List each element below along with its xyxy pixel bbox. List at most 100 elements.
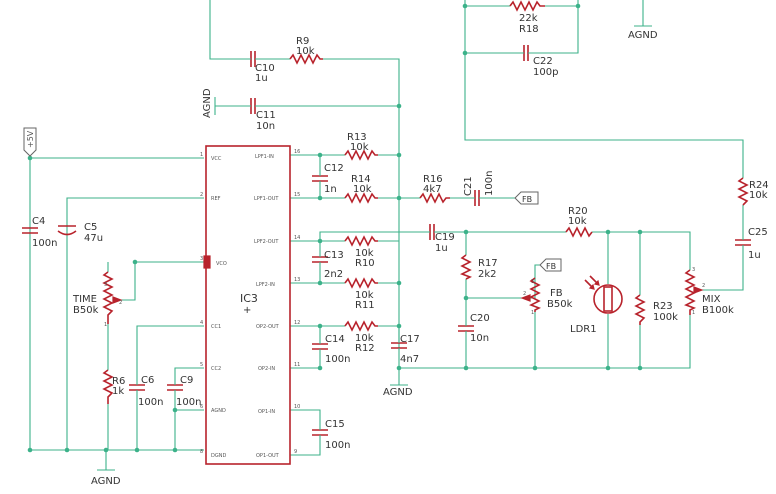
c12-symbol bbox=[312, 175, 328, 182]
svg-text:5: 5 bbox=[200, 362, 203, 368]
svg-text:C4: C4 bbox=[32, 216, 45, 227]
resistors bbox=[102, 0, 749, 404]
pin-lpf2-in: LPF2-IN bbox=[256, 282, 275, 288]
svg-text:10n: 10n bbox=[470, 333, 489, 344]
r17-symbol bbox=[460, 254, 472, 280]
svg-text:10k: 10k bbox=[355, 333, 374, 344]
svg-text:100n: 100n bbox=[325, 440, 350, 451]
svg-text:C11: C11 bbox=[256, 110, 276, 121]
svg-text:47u: 47u bbox=[84, 233, 103, 244]
svg-text:1: 1 bbox=[104, 322, 107, 328]
r23-symbol bbox=[634, 294, 646, 325]
c25-symbol bbox=[735, 239, 751, 246]
svg-text:10n: 10n bbox=[256, 121, 275, 132]
fb-label-1: FB bbox=[522, 195, 532, 204]
svg-text:2: 2 bbox=[523, 291, 526, 297]
svg-text:1: 1 bbox=[531, 310, 534, 316]
pin-ref: REF bbox=[211, 196, 221, 202]
svg-text:1: 1 bbox=[692, 310, 695, 316]
svg-text:C14: C14 bbox=[325, 334, 345, 345]
pin-vcc: VCC bbox=[211, 156, 222, 162]
agnd-label-bottom: AGND bbox=[91, 476, 121, 487]
svg-text:TIME: TIME bbox=[72, 294, 97, 305]
pots: 3 1 2 3 1 2 3 1 2 bbox=[102, 267, 705, 328]
svg-text:9: 9 bbox=[294, 449, 297, 455]
ground-symbols bbox=[97, 25, 652, 471]
fb-flag-1 bbox=[514, 191, 539, 205]
svg-text:B100k: B100k bbox=[702, 305, 734, 316]
svg-text:3: 3 bbox=[104, 282, 107, 288]
r9-symbol bbox=[289, 53, 323, 65]
r11-symbol bbox=[344, 277, 378, 289]
pin-lpf2-out: LPF2-OUT bbox=[254, 239, 279, 245]
svg-text:6: 6 bbox=[200, 404, 203, 410]
svg-text:C19: C19 bbox=[435, 232, 455, 243]
svg-text:10k: 10k bbox=[355, 290, 374, 301]
c5-symbol bbox=[57, 225, 77, 236]
svg-text:C5: C5 bbox=[84, 222, 97, 233]
pin-lpf1-in: LPF1-IN bbox=[255, 154, 274, 160]
agnd-label-mid: AGND bbox=[383, 387, 413, 398]
pin-cc2: CC2 bbox=[211, 366, 221, 372]
svg-text:C12: C12 bbox=[324, 163, 344, 174]
svg-text:100n: 100n bbox=[176, 397, 201, 408]
svg-text:B50k: B50k bbox=[73, 305, 99, 316]
svg-text:R10: R10 bbox=[355, 258, 375, 269]
svg-text:R11: R11 bbox=[355, 300, 375, 311]
svg-text:8: 8 bbox=[200, 449, 203, 455]
capacitors bbox=[22, 45, 751, 442]
pin-op1-in: OP1-IN bbox=[258, 409, 275, 415]
c22-symbol bbox=[523, 45, 529, 61]
svg-text:2k2: 2k2 bbox=[478, 269, 497, 280]
svg-text:2: 2 bbox=[702, 283, 705, 289]
pin-agnd: AGND bbox=[211, 408, 226, 414]
svg-text:100k: 100k bbox=[653, 312, 678, 323]
c20-symbol bbox=[458, 325, 474, 332]
svg-text:R16: R16 bbox=[423, 174, 443, 185]
svg-text:10k: 10k bbox=[350, 142, 369, 153]
svg-text:1u: 1u bbox=[435, 243, 448, 254]
r16-symbol bbox=[419, 192, 450, 204]
r10-symbol bbox=[344, 235, 378, 247]
component-labels: R9 10k 22k R18 C10 1u C11 10n C22 100p R… bbox=[32, 13, 769, 451]
svg-text:16: 16 bbox=[294, 149, 300, 155]
r12-symbol bbox=[344, 320, 378, 332]
svg-text:C21: C21 bbox=[463, 176, 474, 196]
agnd-label-left: AGND bbox=[202, 88, 213, 118]
svg-text:2: 2 bbox=[119, 300, 122, 306]
vplus-label: +5V bbox=[26, 130, 35, 148]
svg-text:C25: C25 bbox=[748, 227, 768, 238]
svg-text:10k: 10k bbox=[568, 216, 587, 227]
pin-op1-out: OP1-OUT bbox=[256, 453, 280, 459]
svg-text:B50k: B50k bbox=[547, 299, 573, 310]
svg-text:R12: R12 bbox=[355, 343, 375, 354]
svg-text:1: 1 bbox=[200, 152, 203, 158]
pin-vco: VCO bbox=[216, 261, 227, 267]
fb-label-2: FB bbox=[546, 262, 556, 271]
agnd-label-top: AGND bbox=[628, 30, 658, 41]
c4-symbol bbox=[22, 227, 38, 234]
svg-text:C17: C17 bbox=[400, 334, 420, 345]
svg-text:11: 11 bbox=[294, 362, 300, 368]
c15-symbol bbox=[312, 429, 328, 436]
svg-text:2n2: 2n2 bbox=[324, 269, 343, 280]
svg-text:4: 4 bbox=[200, 320, 203, 326]
fb-flag-2 bbox=[539, 258, 562, 272]
svg-text:R6: R6 bbox=[112, 376, 125, 387]
ldr1 bbox=[584, 275, 623, 314]
svg-text:10: 10 bbox=[294, 404, 300, 410]
svg-text:MIX: MIX bbox=[702, 294, 721, 305]
r18-symbol bbox=[509, 0, 545, 12]
svg-text:C13: C13 bbox=[324, 250, 344, 261]
svg-text:R24: R24 bbox=[749, 180, 769, 191]
svg-text:C9: C9 bbox=[180, 375, 193, 386]
net-flags: +5V FB FB AGND AGND AGND AGND bbox=[23, 30, 658, 487]
svg-text:100n: 100n bbox=[325, 354, 350, 365]
c19-symbol bbox=[429, 224, 435, 240]
svg-text:3: 3 bbox=[692, 267, 695, 273]
svg-text:2: 2 bbox=[200, 192, 203, 198]
svg-text:15: 15 bbox=[294, 192, 300, 198]
svg-text:100n: 100n bbox=[484, 171, 495, 196]
svg-text:100p: 100p bbox=[533, 67, 558, 78]
